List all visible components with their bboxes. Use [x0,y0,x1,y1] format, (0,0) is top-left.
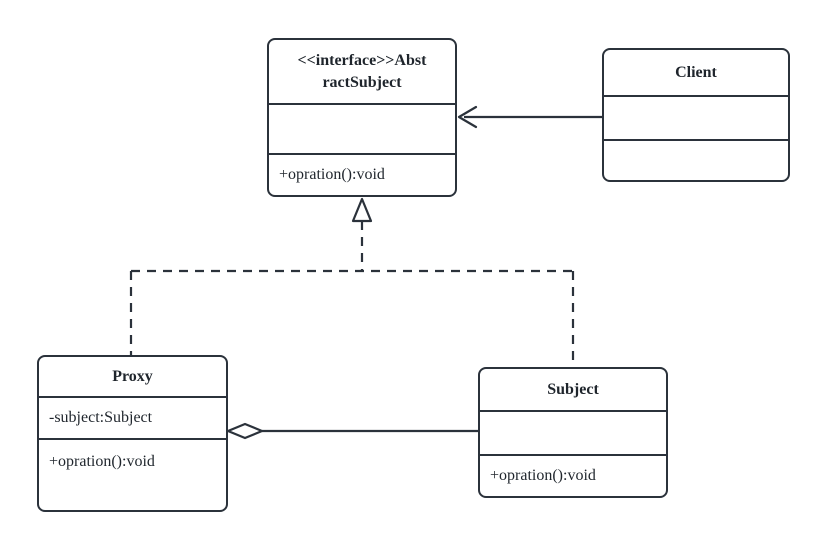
method-item: +opration():void [490,467,596,484]
class-title-line-1: Client [675,63,717,81]
hollow-triangle-icon [351,197,373,223]
class-title-subject: Subject [480,369,666,410]
class-title-proxy: Proxy [39,357,226,396]
class-methods-subject: +opration():void [480,454,666,496]
class-box-client[interactable]: Client [602,48,790,182]
open-arrowhead-icon [457,105,478,129]
class-box-proxy[interactable]: Proxy -subject:Subject +opration():void [37,355,228,512]
connector-realization-to-abstractsubject [129,197,575,367]
class-title-line-2: ractSubject [322,73,402,91]
class-attributes-abstract-subject [269,103,455,153]
class-title-abstract-subject: <<interface>>Abst ractSubject [269,40,455,103]
class-methods-proxy: +opration():void [39,438,226,510]
class-title-line-1: <<interface>>Abst [297,51,427,69]
hollow-diamond-icon [226,422,264,440]
connector-client-to-abstractsubject [457,105,602,129]
method-item: +opration():void [279,166,385,183]
class-attributes-proxy: -subject:Subject [39,396,226,438]
class-box-abstract-subject[interactable]: <<interface>>Abst ractSubject +opration(… [267,38,457,197]
class-box-subject[interactable]: Subject +opration():void [478,367,668,498]
class-title-line-1: Proxy [112,367,153,385]
class-methods-abstract-subject: +opration():void [269,153,455,195]
class-title-client: Client [604,50,788,95]
class-attributes-client [604,95,788,139]
connector-proxy-aggregates-subject [226,422,478,440]
class-attributes-subject [480,410,666,454]
class-methods-client [604,139,788,180]
class-title-line-1: Subject [547,380,599,398]
method-item: +opration():void [49,453,155,470]
attribute-item: -subject:Subject [49,409,153,426]
